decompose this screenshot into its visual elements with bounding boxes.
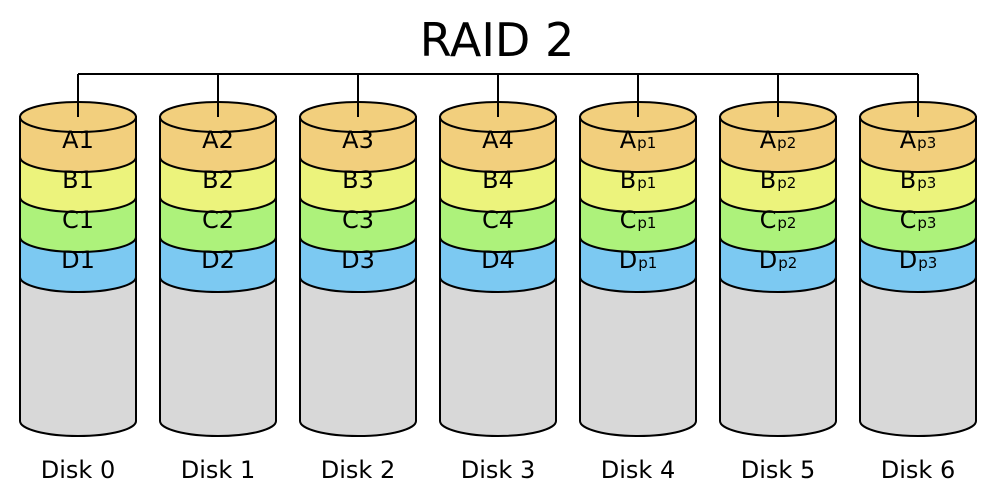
block-label: Ap3 (900, 126, 937, 154)
disk-body (19, 276, 137, 437)
block-label: B1 (62, 166, 94, 194)
block-label: Dp2 (759, 246, 798, 274)
block-label: Bp3 (900, 166, 937, 194)
block-label: Cp3 (900, 206, 937, 234)
block-label: C3 (342, 206, 374, 234)
block-label: Ap2 (760, 126, 797, 154)
diagram-title: RAID 2 (420, 13, 574, 67)
disk-body (299, 276, 417, 437)
block-label: B2 (202, 166, 234, 194)
disk-label: Disk 6 (881, 456, 955, 484)
disk-body (159, 276, 277, 437)
block-label: C4 (482, 206, 514, 234)
block-label: Dp3 (899, 246, 938, 274)
disk-label: Disk 4 (601, 456, 675, 484)
disk-label: Disk 1 (181, 456, 255, 484)
block-label: Bp2 (760, 166, 797, 194)
block-label: Cp1 (620, 206, 657, 234)
block-label: Bp1 (620, 166, 657, 194)
block-label: Dp1 (619, 246, 658, 274)
block-label: A4 (482, 126, 514, 154)
disk-body (859, 276, 977, 437)
block-label: D4 (481, 246, 515, 274)
disk-body (439, 276, 557, 437)
block-label: Cp2 (760, 206, 797, 234)
block-label: D3 (341, 246, 375, 274)
block-label: B3 (342, 166, 374, 194)
block-label: C1 (62, 206, 94, 234)
block-label: A2 (202, 126, 234, 154)
block-label: C2 (202, 206, 234, 234)
block-label: D2 (201, 246, 235, 274)
disk-body (579, 276, 697, 437)
disk-label: Disk 3 (461, 456, 535, 484)
disk-label: Disk 2 (321, 456, 395, 484)
block-label: Ap1 (620, 126, 657, 154)
block-label: A1 (62, 126, 94, 154)
disk-body (719, 276, 837, 437)
block-label: B4 (482, 166, 514, 194)
disk-label: Disk 0 (41, 456, 115, 484)
block-label: A3 (342, 126, 374, 154)
block-label: D1 (61, 246, 95, 274)
disk-label: Disk 5 (741, 456, 815, 484)
bus-connector (77, 73, 919, 117)
